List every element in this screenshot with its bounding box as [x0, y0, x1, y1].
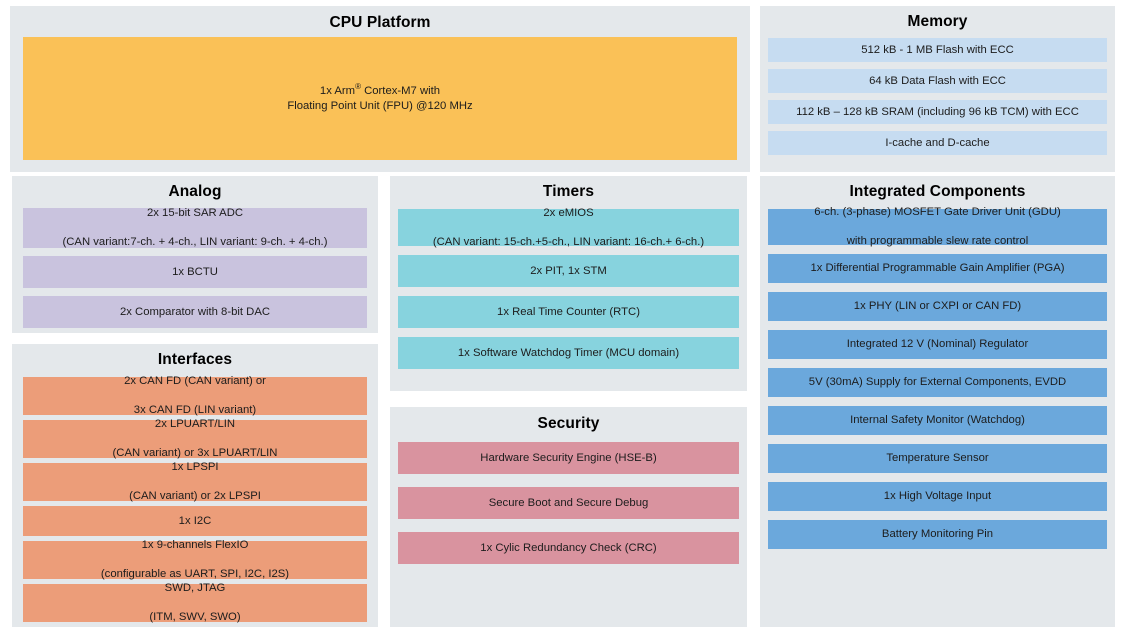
integrated-components-row-sublabel: with programmable slew rate control	[846, 235, 1029, 248]
security-row: Hardware Security Engine (HSE-B)	[398, 442, 739, 474]
timers-row-label: 2x PIT, 1x STM	[530, 264, 607, 277]
timers-row: 2x eMIOS (CAN variant: 15-ch.+5-ch., LIN…	[398, 206, 739, 248]
integrated-components-row: Internal Safety Monitor (Watchdog)	[768, 406, 1107, 435]
panel-integrated-components: Integrated Components 6-ch. (3-phase) MO…	[760, 176, 1115, 627]
memory-row-label: 112 kB – 128 kB SRAM (including 96 kB TC…	[796, 105, 1079, 118]
memory-row: 112 kB – 128 kB SRAM (including 96 kB TC…	[768, 100, 1107, 124]
timers-row-list: 2x eMIOS (CAN variant: 15-ch.+5-ch., LIN…	[390, 206, 747, 378]
integrated-components-row-label: 1x High Voltage Input	[883, 490, 992, 503]
memory-row: 64 kB Data Flash with ECC	[768, 69, 1107, 93]
security-row: Secure Boot and Secure Debug	[398, 487, 739, 519]
integrated-components-row-label: Integrated 12 V (Nominal) Regulator	[846, 338, 1029, 351]
analog-row: 2x 15-bit SAR ADC (CAN variant:7-ch. + 4…	[23, 207, 367, 249]
analog-row-label: 1x BCTU	[172, 265, 218, 278]
integrated-components-row: 1x High Voltage Input	[768, 482, 1107, 511]
integrated-components-row-label: 6-ch. (3-phase) MOSFET Gate Driver Unit …	[814, 206, 1061, 219]
interfaces-row-sublabel: (CAN variant) or 3x LPUART/LIN	[112, 447, 278, 460]
interfaces-row-label: 1x LPSPI	[171, 461, 219, 474]
interfaces-row-label: 1x 9-channels FlexIO	[141, 539, 249, 552]
panel-title-timers: Timers	[542, 183, 595, 200]
integrated-components-row: 1x Differential Programmable Gain Amplif…	[768, 254, 1107, 283]
timers-row-label: 1x Real Time Counter (RTC)	[497, 305, 640, 318]
interfaces-row-list: 2x CAN FD (CAN variant) or 3x CAN FD (LI…	[12, 375, 378, 627]
security-row-label: 1x Cylic Redundancy Check (CRC)	[480, 541, 657, 554]
memory-row-label: I-cache and D-cache	[885, 136, 990, 149]
timers-row: 2x PIT, 1x STM	[398, 255, 739, 287]
panel-timers: Timers 2x eMIOS (CAN variant: 15-ch.+5-c…	[390, 176, 747, 391]
memory-row-label: 64 kB Data Flash with ECC	[869, 74, 1006, 87]
panel-title-interfaces: Interfaces	[157, 351, 233, 368]
integrated-components-row-label: Temperature Sensor	[886, 452, 989, 465]
memory-row-list: 512 kB - 1 MB Flash with ECC 64 kB Data …	[760, 38, 1115, 162]
cpu-core-line1-post: Cortex-M7 with	[360, 85, 441, 98]
interfaces-row: 2x CAN FD (CAN variant) or 3x CAN FD (LI…	[23, 375, 367, 417]
interfaces-row: 1x LPSPI (CAN variant) or 2x LPSPI	[23, 461, 367, 503]
security-row-label: Secure Boot and Secure Debug	[488, 496, 649, 509]
integrated-components-row: 1x PHY (LIN or CXPI or CAN FD)	[768, 292, 1107, 321]
panel-interfaces: Interfaces 2x CAN FD (CAN variant) or 3x…	[12, 344, 378, 627]
memory-row: 512 kB - 1 MB Flash with ECC	[768, 38, 1107, 62]
cpu-core-line2: Floating Point Unit (FPU) @120 MHz	[287, 100, 473, 113]
security-row-list: Hardware Security Engine (HSE-B) Secure …	[390, 442, 747, 577]
integrated-components-row: 6-ch. (3-phase) MOSFET Gate Driver Unit …	[768, 206, 1107, 248]
panel-memory: Memory 512 kB - 1 MB Flash with ECC 64 k…	[760, 6, 1115, 172]
interfaces-row-sublabel: (CAN variant) or 2x LPSPI	[129, 490, 261, 503]
block-cpu-core: 1x Arm® Cortex-M7 with Floating Point Un…	[23, 37, 737, 160]
panel-title-security: Security	[537, 415, 600, 432]
security-row-label: Hardware Security Engine (HSE-B)	[480, 451, 657, 464]
timers-row: 1x Software Watchdog Timer (MCU domain)	[398, 337, 739, 369]
integrated-components-row-label: Internal Safety Monitor (Watchdog)	[850, 414, 1025, 427]
integrated-components-row-list: 6-ch. (3-phase) MOSFET Gate Driver Unit …	[760, 206, 1115, 558]
panel-title-memory: Memory	[907, 13, 968, 30]
interfaces-row: SWD, JTAG (ITM, SWV, SWO)	[23, 582, 367, 624]
memory-row-label: 512 kB - 1 MB Flash with ECC	[861, 43, 1014, 56]
panel-cpu-platform: CPU Platform 1x Arm® Cortex-M7 with Floa…	[10, 6, 750, 172]
timers-row-label: 2x eMIOS	[543, 206, 594, 219]
analog-row-label: 2x Comparator with 8-bit DAC	[119, 305, 271, 318]
interfaces-row-sublabel: 3x CAN FD (LIN variant)	[133, 404, 257, 417]
integrated-components-row: Temperature Sensor	[768, 444, 1107, 473]
integrated-components-row: 5V (30mA) Supply for External Components…	[768, 368, 1107, 397]
integrated-components-row-label: 1x Differential Programmable Gain Amplif…	[810, 262, 1065, 275]
analog-row: 1x BCTU	[23, 256, 367, 288]
integrated-components-row: Battery Monitoring Pin	[768, 520, 1107, 549]
interfaces-row: 2x LPUART/LIN (CAN variant) or 3x LPUART…	[23, 418, 367, 460]
timers-row: 1x Real Time Counter (RTC)	[398, 296, 739, 328]
interfaces-row-label: 1x I2C	[178, 514, 212, 527]
analog-row-label: 2x 15-bit SAR ADC	[146, 207, 244, 220]
panel-title-integrated-components: Integrated Components	[849, 183, 1026, 200]
timers-row-label: 1x Software Watchdog Timer (MCU domain)	[457, 346, 680, 359]
analog-row: 2x Comparator with 8-bit DAC	[23, 296, 367, 328]
registered-trademark-icon: ®	[355, 82, 361, 92]
memory-row: I-cache and D-cache	[768, 131, 1107, 155]
timers-row-sublabel: (CAN variant: 15-ch.+5-ch., LIN variant:…	[432, 235, 705, 248]
panel-analog: Analog 2x 15-bit SAR ADC (CAN variant:7-…	[12, 176, 378, 333]
interfaces-row-label: SWD, JTAG	[164, 582, 226, 595]
panel-security: Security Hardware Security Engine (HSE-B…	[390, 407, 747, 627]
security-row: 1x Cylic Redundancy Check (CRC)	[398, 532, 739, 564]
interfaces-row-label: 2x LPUART/LIN	[154, 418, 236, 431]
analog-row-sublabel: (CAN variant:7-ch. + 4-ch., LIN variant:…	[62, 236, 328, 249]
integrated-components-row: Integrated 12 V (Nominal) Regulator	[768, 330, 1107, 359]
interfaces-row: 1x 9-channels FlexIO (configurable as UA…	[23, 539, 367, 581]
integrated-components-row-label: 5V (30mA) Supply for External Components…	[808, 376, 1067, 389]
interfaces-row-label: 2x CAN FD (CAN variant) or	[124, 375, 266, 388]
interfaces-row: 1x I2C	[23, 506, 367, 536]
panel-title-analog: Analog	[168, 183, 222, 200]
analog-row-list: 2x 15-bit SAR ADC (CAN variant:7-ch. + 4…	[12, 207, 378, 336]
panel-title-cpu-platform: CPU Platform	[329, 14, 431, 31]
interfaces-row-sublabel: (ITM, SWV, SWO)	[149, 611, 241, 624]
cpu-core-line1-pre: 1x Arm	[319, 85, 356, 98]
integrated-components-row-label: Battery Monitoring Pin	[881, 528, 994, 541]
integrated-components-row-label: 1x PHY (LIN or CXPI or CAN FD)	[853, 300, 1022, 313]
interfaces-row-sublabel: (configurable as UART, SPI, I2C, I2S)	[100, 568, 290, 581]
